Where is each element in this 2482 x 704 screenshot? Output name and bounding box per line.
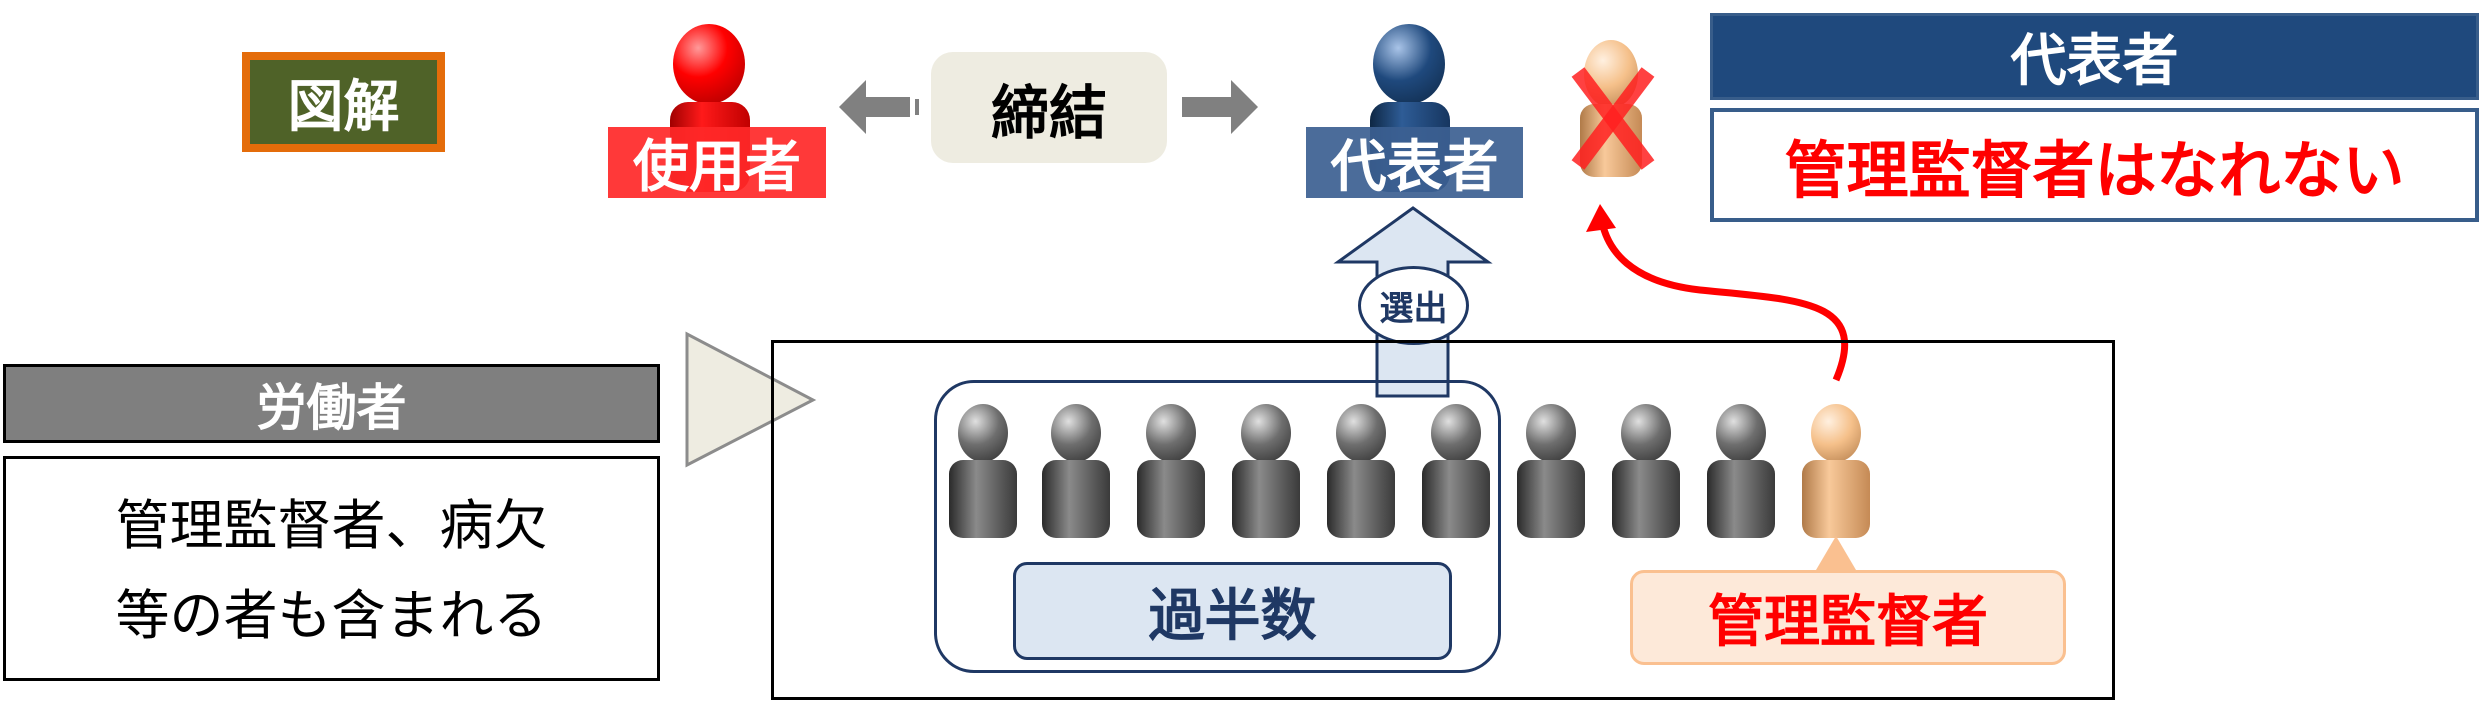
arrow-left-icon [839,80,919,134]
worker-person-icon [1517,404,1585,538]
majority-label: 過半数 [1013,562,1452,660]
worker-person-icon [1422,404,1490,538]
workers-description: 管理監督者、病欠 等の者も含まれる [3,456,660,681]
workers-group-box [771,340,2115,700]
rule-box-text: 管理監督者はなれない [1710,108,2479,222]
arrow-right-icon [1182,80,1258,134]
worker-person-icon [1042,404,1110,538]
manager-person-icon [1802,404,1870,538]
diagram-badge: 図解 [242,52,445,152]
majority-group-outline [934,380,1501,673]
rule-box-title: 代表者 [1710,13,2479,100]
worker-person-icon [1327,404,1395,538]
representative-label: 代表者 [1306,127,1523,200]
agreement-box: 締結 [931,52,1167,163]
manager-label: 管理監督者 [1630,570,2066,665]
workers-title: 労働者 [3,364,660,443]
employer-label: 使用者 [608,127,826,200]
worker-person-icon [1612,404,1680,538]
selection-badge: 選出 [1358,266,1469,345]
badge-label: 図解 [287,74,400,140]
worker-person-icon [1137,404,1205,538]
red-curved-arrow-icon [1598,221,1849,382]
worker-person-icon [1707,404,1775,538]
worker-person-icon [1232,404,1300,538]
worker-person-icon [949,404,1017,538]
